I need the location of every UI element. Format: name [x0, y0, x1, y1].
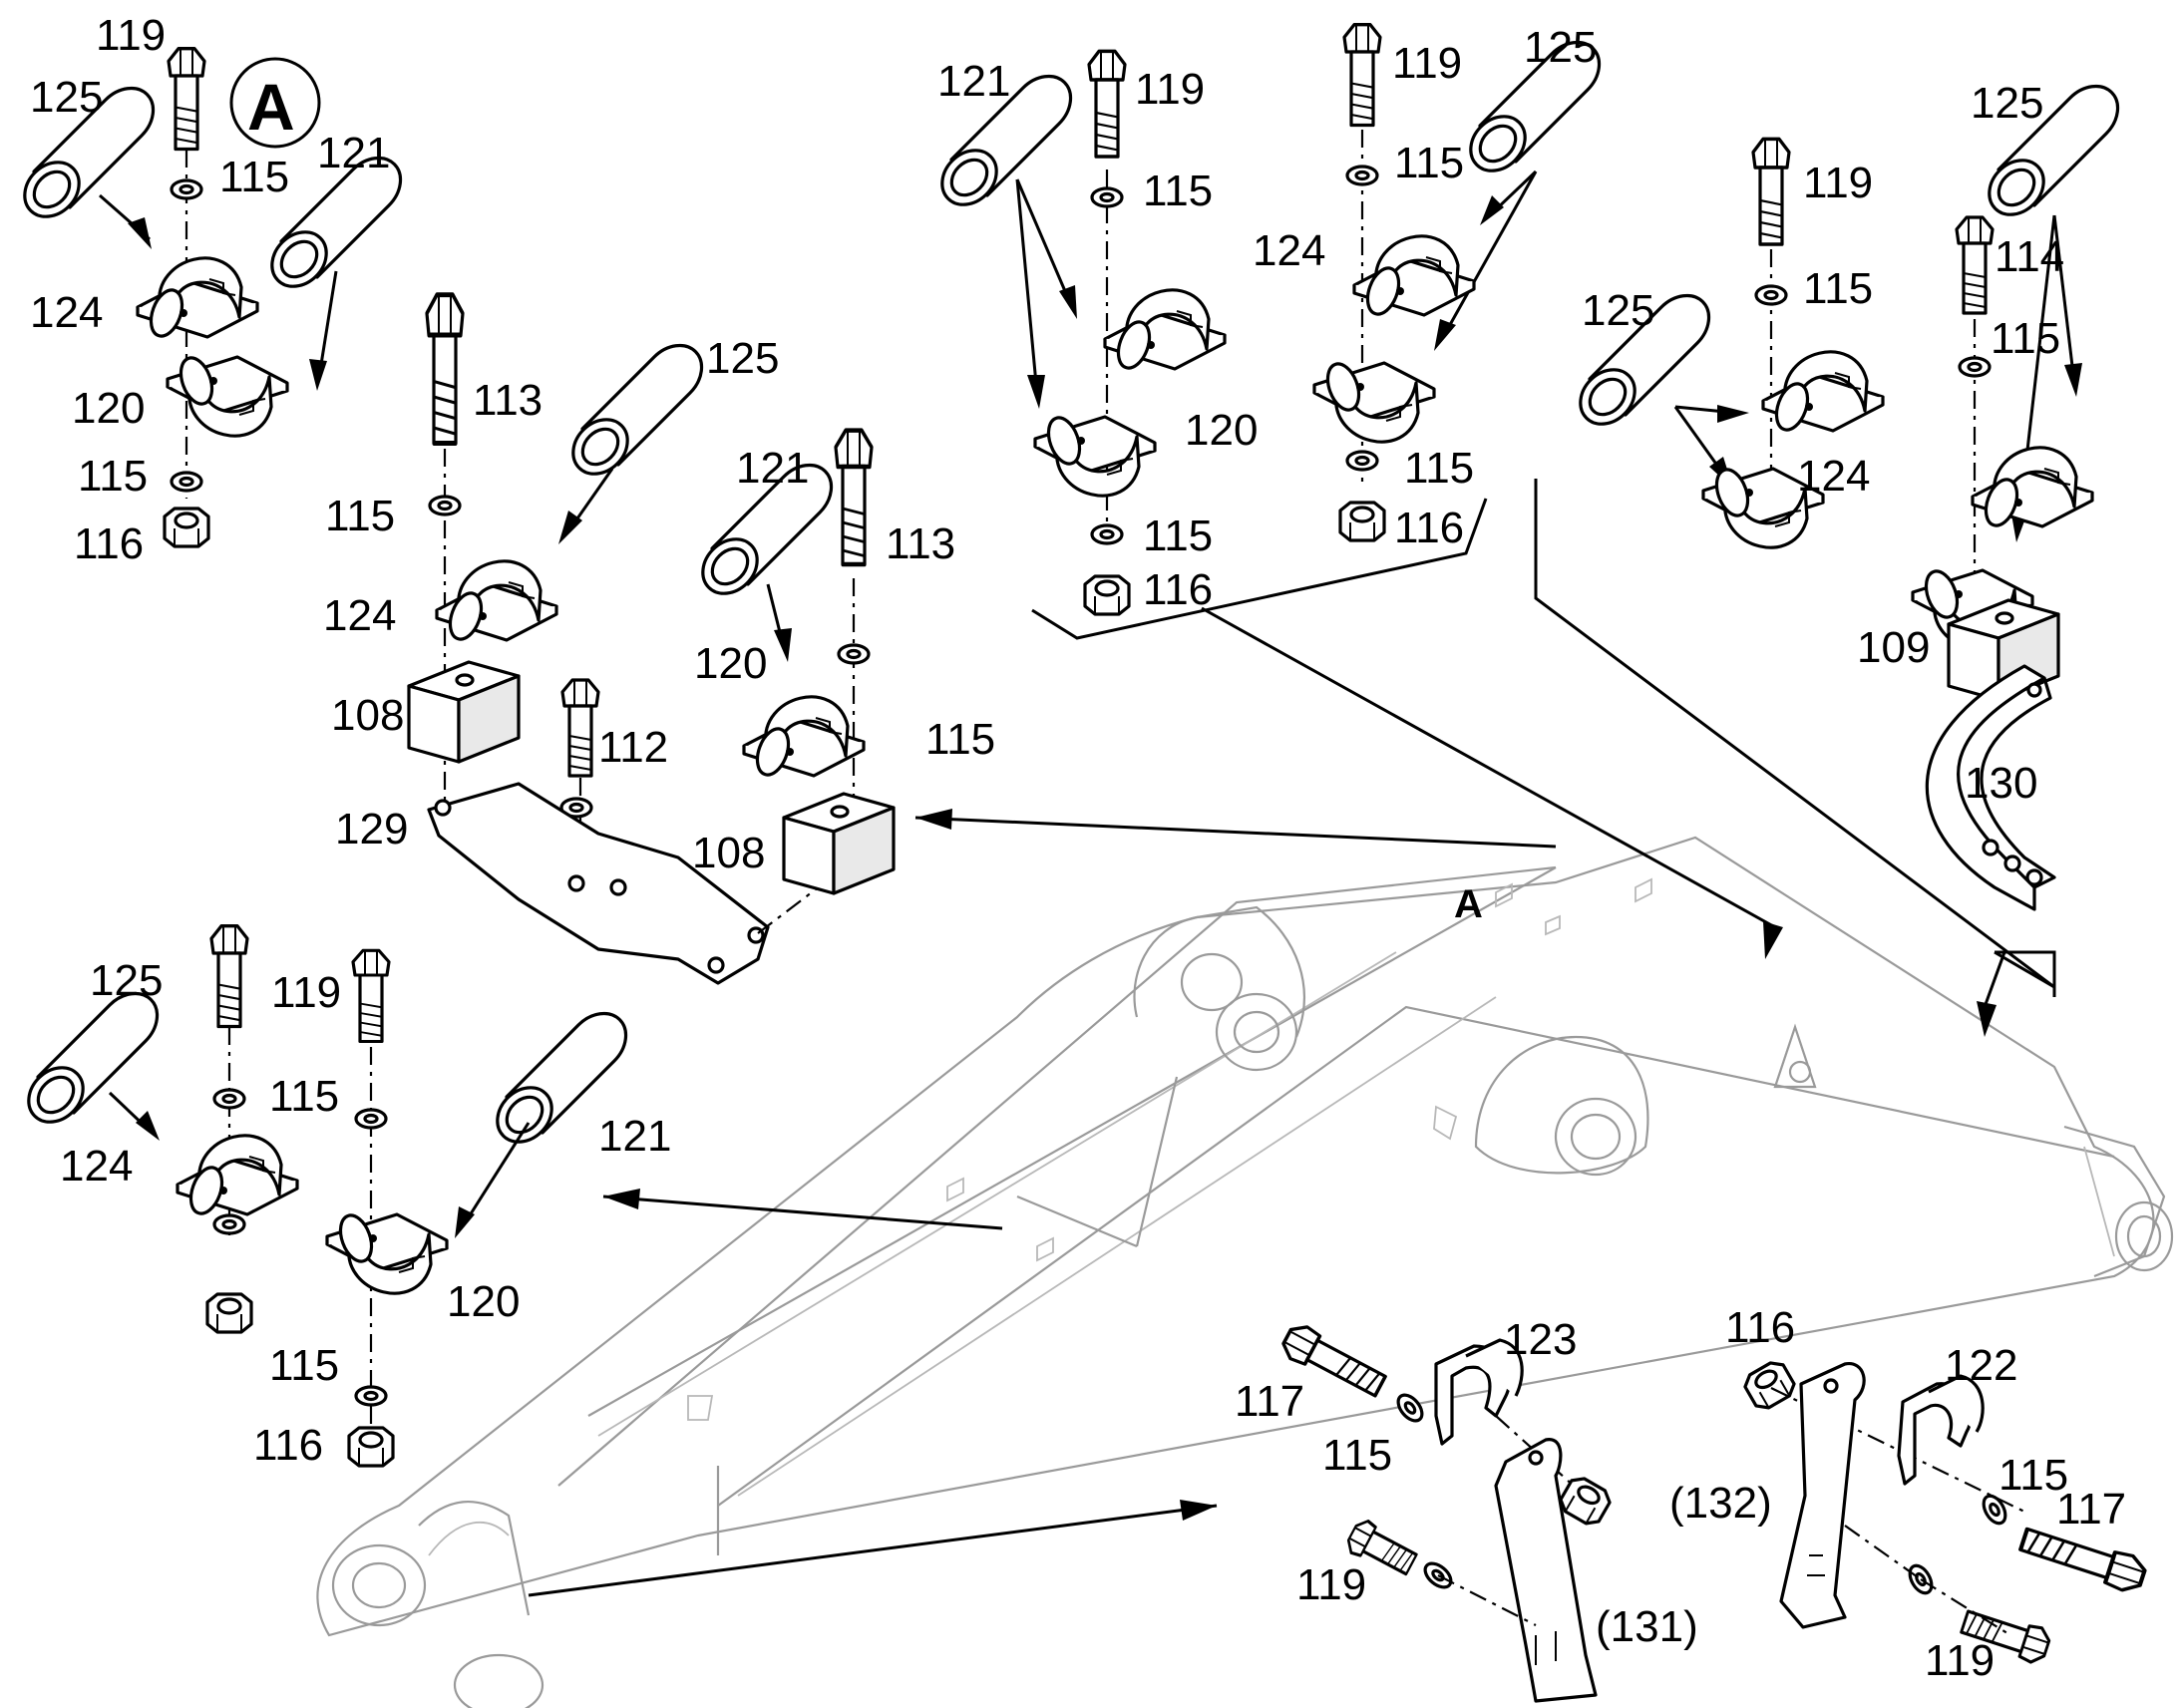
g-114: 114: [1995, 232, 2064, 281]
d-119: 119: [1135, 65, 1205, 114]
i-115: 115: [1322, 1431, 1392, 1480]
b-113: 113: [473, 376, 543, 425]
h-115-top: 115: [269, 1072, 339, 1121]
c-113: 113: [886, 519, 955, 568]
f-124: 124: [1797, 452, 1870, 501]
d-121: 121: [937, 57, 1010, 106]
a-116: 116: [74, 519, 144, 568]
group-bracket-130: 125 114 115 109 130: [1857, 79, 2120, 911]
c-120: 120: [694, 639, 767, 688]
e-116: 116: [1394, 504, 1464, 552]
group-bracket-131: 117 123 115 119 (131): [1235, 1315, 1698, 1703]
a-124: 124: [30, 288, 103, 337]
a-121: 121: [317, 129, 390, 177]
b-129: 129: [335, 805, 408, 854]
i-119: 119: [1296, 1560, 1366, 1609]
a-119: 119: [96, 11, 166, 60]
h-125: 125: [90, 956, 163, 1005]
j-122: 122: [1945, 1341, 2017, 1390]
c-115: 115: [925, 715, 995, 764]
b-124: 124: [323, 591, 396, 640]
c-121: 121: [736, 444, 809, 493]
h-115-bot: 115: [269, 1341, 339, 1390]
group-plate-129: 113 125 115 124 108 112 129: [323, 295, 859, 985]
c-108: 108: [692, 829, 765, 877]
g-130: 130: [1965, 759, 2037, 808]
boom-illustration: [316, 836, 2174, 1708]
b-125: 125: [706, 334, 779, 383]
e-115-bot: 115: [1404, 444, 1474, 493]
j-117: 117: [2056, 1485, 2126, 1534]
e-124: 124: [1253, 226, 1325, 275]
d-116: 116: [1143, 565, 1213, 614]
i-117: 117: [1235, 1377, 1304, 1426]
b-108: 108: [331, 691, 404, 740]
f-125: 125: [1582, 286, 1654, 335]
leader-lines: [528, 479, 2056, 1597]
j-132: (132): [1669, 1479, 1772, 1528]
group-clamp-top-center: 121 119 115 120 115 116: [929, 49, 1258, 616]
a-115-top: 115: [219, 153, 289, 201]
i-131: (131): [1596, 1602, 1698, 1651]
h-119: 119: [271, 968, 341, 1017]
e-115-top: 115: [1394, 139, 1464, 187]
h-124: 124: [60, 1142, 133, 1191]
d-120: 120: [1185, 406, 1258, 455]
a-120: 120: [72, 384, 145, 433]
g-125: 125: [1971, 79, 2043, 128]
f-119: 119: [1803, 159, 1873, 207]
group-clamp-120-center: 121 113 120 115 108: [690, 431, 995, 895]
group-clamp-bottom-left: 125 119 115 124 121 120 115 116: [16, 924, 671, 1470]
d-115-bot: 115: [1143, 512, 1213, 560]
f-115: 115: [1803, 264, 1873, 313]
h-116: 116: [253, 1421, 323, 1470]
boom-callout-a: A: [1454, 882, 1483, 926]
a-125: 125: [30, 73, 103, 122]
group-bracket-132: 116 122 (132) 115 117 119: [1669, 1303, 2148, 1685]
group-clamp-right-center: 119 125 115 124: [1568, 137, 1885, 549]
g-109: 109: [1857, 623, 1930, 672]
e-125: 125: [1524, 23, 1597, 72]
j-119: 119: [1925, 1636, 1995, 1685]
h-120: 120: [447, 1277, 520, 1326]
b-115: 115: [325, 492, 395, 540]
group-clamp-top: 119 125 115 124 115 116: [1253, 23, 1602, 552]
e-119: 119: [1392, 39, 1462, 88]
h-121: 121: [598, 1112, 671, 1161]
view-a-label: A: [247, 70, 295, 144]
group-view-a: A 119 125 115 121 124 120 115 116: [12, 11, 403, 568]
i-123: 123: [1504, 1315, 1577, 1364]
g-115: 115: [1991, 314, 2060, 363]
j-115: 115: [1998, 1451, 2068, 1500]
j-116: 116: [1725, 1303, 1795, 1352]
b-112: 112: [598, 723, 668, 772]
a-115-bot: 115: [78, 452, 148, 501]
d-115-top: 115: [1143, 167, 1213, 215]
